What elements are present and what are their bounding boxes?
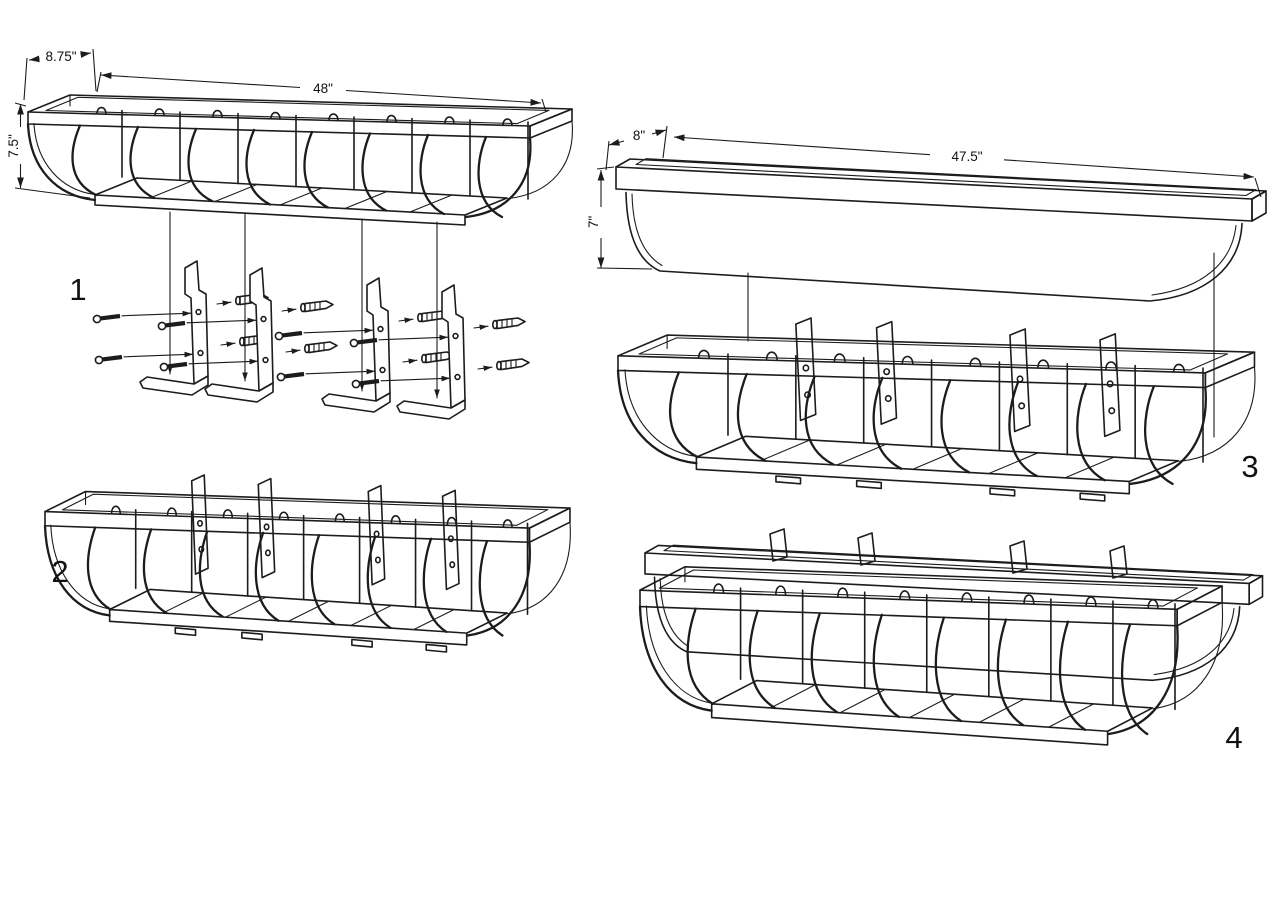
step1-number: 1 xyxy=(69,272,86,307)
dim-line-length xyxy=(1004,160,1254,180)
dim-line-length xyxy=(346,91,541,106)
dim-label-depth-step1: 8.75" xyxy=(45,49,76,64)
step1-cage xyxy=(26,93,574,227)
dim-extension-line xyxy=(15,103,90,198)
step3-liner xyxy=(615,157,1267,302)
dim-line-length xyxy=(674,134,930,155)
dim-label-length-step1: 48" xyxy=(313,81,333,96)
dim-extension-line xyxy=(597,167,652,269)
step3-number: 3 xyxy=(1241,449,1258,484)
step4-liner xyxy=(644,544,1264,682)
dim-line-depth xyxy=(80,51,91,58)
dim-extension-line xyxy=(1255,178,1261,197)
bracket-unit-3 xyxy=(275,278,454,412)
dim-extension-line xyxy=(97,72,546,112)
dim-label-height-step3: 7" xyxy=(586,216,601,229)
step2-number: 2 xyxy=(51,554,68,589)
step2-figure: 2 xyxy=(45,475,570,652)
step3-mounted-cage xyxy=(618,318,1255,501)
dim-label-height-step1: 7.5" xyxy=(6,134,21,158)
dim-extension-line xyxy=(606,126,667,170)
dim-label-length-step3: 47.5" xyxy=(951,149,982,164)
step4-figure: 4 xyxy=(638,528,1264,755)
step1-figure: 8.75" 48" 7.5" 1 xyxy=(6,49,574,419)
dim-extension-line xyxy=(24,49,96,100)
step4-cage xyxy=(638,565,1225,747)
dim-line-depth xyxy=(652,130,666,137)
step2-mounted-cage xyxy=(45,475,570,652)
dim-line-depth xyxy=(609,139,624,146)
dim-line-depth xyxy=(29,55,40,63)
step4-number: 4 xyxy=(1225,720,1242,755)
step3-figure: 8" 47.5" 7" 3 xyxy=(586,126,1267,501)
dim-label-depth-step3: 8" xyxy=(633,128,646,143)
dim-line-length xyxy=(101,72,300,88)
